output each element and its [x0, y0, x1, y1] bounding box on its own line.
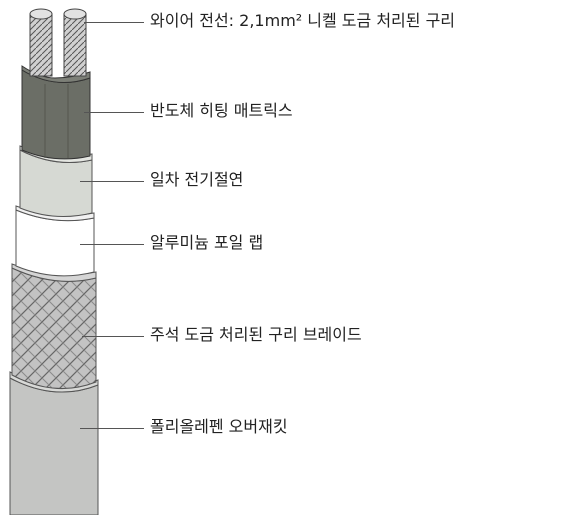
leader-wire: [84, 22, 144, 23]
label-wire: 와이어 전선: 2,1mm² 니켈 도금 처리된 구리: [150, 11, 456, 30]
semiconductor-layer: [21, 65, 91, 160]
overjacket-layer: [9, 371, 99, 515]
leader-overjacket: [80, 428, 144, 429]
label-braid: 주석 도금 처리된 구리 브레이드: [150, 325, 362, 344]
label-overjacket: 폴리올레펜 오버재킷: [150, 417, 288, 436]
leader-semiconductor: [84, 112, 144, 113]
label-aluminum-foil: 알루미늄 포일 랩: [150, 233, 264, 252]
label-semiconductor: 반도체 히팅 매트릭스: [150, 101, 293, 120]
leader-primary-insulation: [80, 181, 144, 182]
label-primary-insulation: 일차 전기절연: [150, 170, 244, 189]
braid-layer: [11, 263, 97, 390]
wire-conductors: [29, 8, 87, 77]
leader-braid: [82, 336, 144, 337]
leader-aluminum-foil: [80, 244, 144, 245]
